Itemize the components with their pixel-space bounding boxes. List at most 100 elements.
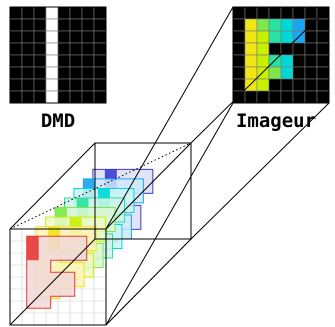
dmd-mirror bbox=[33, 54, 47, 68]
imager-pixel bbox=[304, 42, 318, 56]
dmd-mirror bbox=[21, 78, 35, 92]
imager-pixel-lit bbox=[244, 42, 258, 56]
imager-pixel bbox=[232, 66, 246, 80]
imager-pixel bbox=[232, 90, 246, 104]
projection-lines bbox=[105, 6, 330, 326]
imager-pixel bbox=[316, 42, 330, 56]
cube-edge bbox=[105, 142, 192, 230]
imager-pixel bbox=[316, 30, 330, 44]
dmd-mirror bbox=[45, 30, 59, 44]
imager-pixel bbox=[232, 78, 246, 92]
dmd-mirror bbox=[21, 6, 35, 20]
dmd-mirror bbox=[81, 18, 95, 32]
spectral-cube bbox=[9, 142, 192, 326]
imager-pixel bbox=[268, 6, 282, 20]
dmd-mirror bbox=[9, 54, 23, 68]
imager-pixel-lit bbox=[256, 66, 270, 80]
dmd-mirror bbox=[57, 90, 71, 104]
dmd-mirror bbox=[33, 90, 47, 104]
dmd-mirror bbox=[9, 66, 23, 80]
dmd-mirror bbox=[69, 30, 83, 44]
dmd-mirror bbox=[81, 30, 95, 44]
dmd-mirror bbox=[45, 54, 59, 68]
imager-pixel bbox=[292, 78, 306, 92]
imager-pixel-lit bbox=[256, 78, 270, 92]
imager-label: Imageur bbox=[236, 110, 316, 132]
dmd-mirror bbox=[81, 66, 95, 80]
dmd-label: DMD bbox=[41, 110, 75, 132]
imager-pixel bbox=[232, 54, 246, 68]
imager-pixel-lit bbox=[256, 54, 270, 68]
dmd-mirror bbox=[57, 54, 71, 68]
imager-pixel-lit bbox=[280, 30, 294, 44]
projection-line bbox=[190, 102, 330, 240]
dmd-mirror bbox=[69, 54, 83, 68]
dmd-mirror bbox=[21, 54, 35, 68]
imager-pixel bbox=[244, 90, 258, 104]
imager-pixel bbox=[316, 90, 330, 104]
imager-pixel bbox=[232, 6, 246, 20]
dmd-mirror bbox=[81, 42, 95, 56]
imager-pixel bbox=[280, 6, 294, 20]
imager-pixel bbox=[232, 42, 246, 56]
imager-pixel-lit bbox=[256, 18, 270, 32]
dmd-mirror bbox=[9, 30, 23, 44]
dmd-mirror bbox=[45, 18, 59, 32]
imager-pixel bbox=[292, 42, 306, 56]
cube-edge bbox=[9, 238, 96, 326]
dmd-mirror bbox=[81, 90, 95, 104]
imager-sensor-grid bbox=[232, 6, 330, 104]
imager-pixel bbox=[304, 30, 318, 44]
dmd-mirror bbox=[21, 30, 35, 44]
dmd-mirror bbox=[33, 6, 47, 20]
dmd-mirror bbox=[45, 78, 59, 92]
imager-pixel-lit bbox=[280, 66, 294, 80]
imager-pixel bbox=[304, 66, 318, 80]
imager-pixel bbox=[292, 54, 306, 68]
dmd-mirror bbox=[45, 90, 59, 104]
imager-pixel-lit bbox=[292, 18, 306, 32]
dmd-mirror bbox=[93, 18, 107, 32]
imager-pixel-lit bbox=[244, 54, 258, 68]
spectral-layer bbox=[26, 235, 88, 309]
imager-pixel bbox=[256, 6, 270, 20]
imager-pixel bbox=[280, 90, 294, 104]
dmd-mirror bbox=[33, 30, 47, 44]
dmd-mirror-grid bbox=[9, 6, 107, 104]
imager-pixel bbox=[304, 90, 318, 104]
dmd-mirror bbox=[69, 18, 83, 32]
imager-pixel-lit bbox=[244, 30, 258, 44]
dmd-mirror bbox=[93, 30, 107, 44]
dmd-mirror bbox=[21, 90, 35, 104]
imager-pixel bbox=[280, 78, 294, 92]
dmd-mirror bbox=[45, 66, 59, 80]
imager-pixel-lit bbox=[268, 18, 282, 32]
spectral-band bbox=[26, 236, 39, 261]
imager-pixel bbox=[232, 30, 246, 44]
dmd-mirror bbox=[33, 18, 47, 32]
dmd-mirror bbox=[57, 42, 71, 56]
imager-pixel bbox=[316, 54, 330, 68]
dmd-mirror bbox=[9, 42, 23, 56]
dmd-mirror bbox=[81, 78, 95, 92]
dmd-mirror bbox=[93, 78, 107, 92]
dmd-mirror bbox=[57, 18, 71, 32]
dmd-mirror bbox=[33, 42, 47, 56]
imager-pixel bbox=[316, 78, 330, 92]
imager-pixel-lit bbox=[268, 66, 282, 80]
imager-pixel bbox=[304, 6, 318, 20]
dmd-mirror bbox=[81, 6, 95, 20]
dmd-mirror bbox=[9, 90, 23, 104]
dmd-mirror bbox=[93, 54, 107, 68]
dmd-mirror bbox=[57, 66, 71, 80]
dmd-mirror bbox=[33, 78, 47, 92]
imager-pixel-lit bbox=[268, 30, 282, 44]
imager-pixel bbox=[304, 54, 318, 68]
imager-pixel bbox=[292, 66, 306, 80]
imager-pixel bbox=[292, 6, 306, 20]
dmd-mirror bbox=[9, 6, 23, 20]
dmd-mirror bbox=[9, 18, 23, 32]
imager-pixel-lit bbox=[244, 78, 258, 92]
